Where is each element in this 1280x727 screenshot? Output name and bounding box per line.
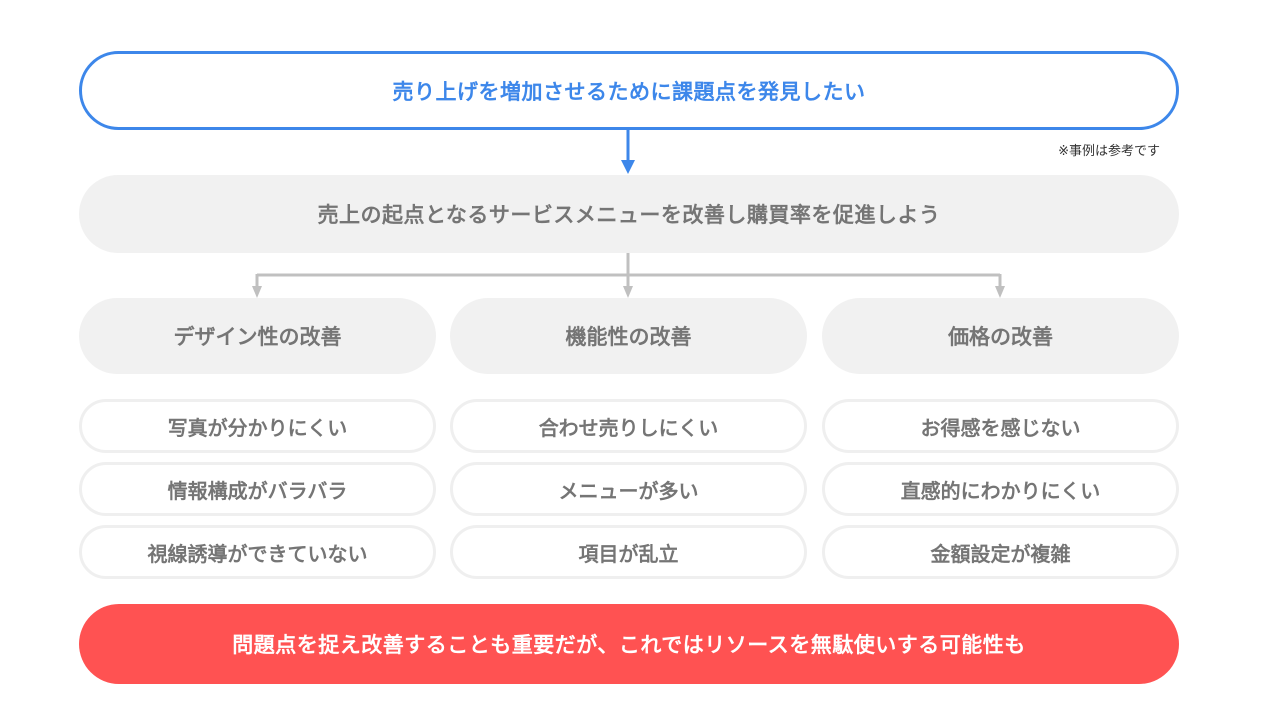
conclusion-text: 問題点を捉え改善することも重要だが、これではリソースを無駄使いする可能性も: [232, 633, 1026, 657]
issue-text: 合わせ売りしにくい: [538, 415, 719, 440]
category-design: デザイン性の改善: [79, 298, 436, 374]
issue-item: 情報構成がバラバラ: [79, 462, 436, 516]
goal-text: 売り上げを増加させるために課題点を発見したい: [392, 79, 866, 104]
reference-note: ※事例は参考です: [1058, 144, 1160, 159]
issue-text: 直感的にわかりにくい: [900, 478, 1101, 503]
issue-text: 情報構成がバラバラ: [167, 478, 348, 503]
issue-text: 項目が乱立: [578, 541, 679, 566]
issue-item: お得感を感じない: [822, 399, 1179, 453]
category-label: 価格の改善: [948, 325, 1053, 349]
issue-item: 写真が分かりにくい: [79, 399, 436, 453]
conclusion-banner: 問題点を捉え改善することも重要だが、これではリソースを無駄使いする可能性も: [79, 604, 1179, 684]
issue-item: 合わせ売りしにくい: [450, 399, 807, 453]
issue-text: 写真が分かりにくい: [167, 415, 348, 440]
issue-text: 金額設定が複雑: [930, 541, 1071, 566]
category-label: デザイン性の改善: [173, 325, 342, 349]
issue-item: 視線誘導ができていない: [79, 525, 436, 579]
issue-text: お得感を感じない: [920, 415, 1081, 440]
strategy-box: 売上の起点となるサービスメニューを改善し購買率を促進しよう: [79, 175, 1179, 253]
issue-item: 金額設定が複雑: [822, 525, 1179, 579]
goal-box: 売り上げを増加させるために課題点を発見したい: [79, 51, 1179, 130]
category-label: 機能性の改善: [565, 325, 692, 349]
issue-item: メニューが多い: [450, 462, 807, 516]
strategy-text: 売上の起点となるサービスメニューを改善し購買率を促進しよう: [317, 203, 941, 227]
category-price: 価格の改善: [822, 298, 1179, 374]
issue-text: 視線誘導ができていない: [147, 541, 368, 566]
branch-connector: [252, 253, 1005, 298]
issue-item: 項目が乱立: [450, 525, 807, 579]
issue-item: 直感的にわかりにくい: [822, 462, 1179, 516]
issue-text: メニューが多い: [558, 478, 699, 503]
category-function: 機能性の改善: [450, 298, 807, 374]
arrow-down-icon: [621, 130, 635, 174]
